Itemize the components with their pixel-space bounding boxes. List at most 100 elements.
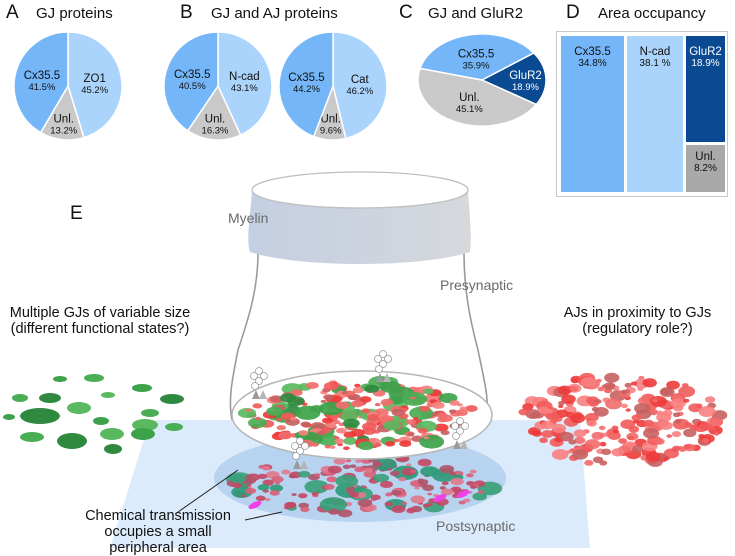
pie-slice-value: 43.1%	[231, 83, 258, 94]
adherens-junction-plaque	[672, 412, 681, 418]
adherens-junction-plaque	[654, 438, 665, 445]
adherens-junction-plaque	[440, 488, 454, 496]
adherens-junction-plaque	[632, 419, 639, 424]
adherens-junction-plaque	[436, 412, 448, 419]
adherens-junction-plaque	[361, 408, 371, 414]
adherens-junction-plaque	[450, 477, 464, 486]
treemap-cell-value: 38.1 %	[639, 58, 671, 69]
pie-slice-value: 41.5%	[28, 82, 55, 93]
synaptic-vesicle-cluster	[451, 417, 469, 449]
adherens-junction-plaque	[594, 399, 602, 404]
postsynaptic-label: Postsynaptic	[436, 518, 516, 534]
adherens-junction-plaque	[342, 464, 351, 469]
adherens-junction-plaque	[637, 396, 650, 405]
adherens-junction-plaque	[465, 405, 478, 412]
adherens-junction-plaque	[355, 459, 362, 463]
adherens-junction-plaque	[649, 406, 656, 411]
gap-junction-plaque	[364, 384, 380, 393]
gap-junction-plaque	[298, 470, 311, 478]
adherens-junction-plaque	[584, 459, 594, 466]
adherens-junction-plaque	[597, 386, 605, 392]
adherens-junction-plaque	[603, 382, 616, 390]
adherens-junction-plaque	[572, 449, 589, 460]
adherens-junction-plaque	[386, 467, 392, 471]
adherens-junction-plaque	[598, 425, 606, 431]
myelin-band	[248, 190, 471, 264]
adherens-junction-plaque	[406, 508, 416, 514]
adherens-junction-plaque	[257, 473, 268, 479]
myelin-label: Myelin	[228, 210, 269, 226]
adherens-junction-plaque	[601, 448, 612, 456]
adherens-junction-plaque	[586, 420, 597, 427]
adherens-junction-plaque	[321, 417, 334, 424]
gap-junction-plaque	[419, 434, 445, 449]
adherens-junction-plaque	[281, 469, 291, 475]
adherens-junction-plaque	[477, 490, 485, 494]
adherens-junction-plaque	[659, 453, 667, 459]
adherens-junction-plaque	[336, 427, 347, 434]
gap-junction-plaque	[230, 474, 246, 483]
adherens-junction-plaque	[539, 437, 548, 444]
adherens-junction-plaque	[426, 503, 433, 507]
pie-slice-label: ZO1	[84, 73, 106, 85]
adherens-junction-plaque	[620, 389, 628, 395]
adherens-junction-plaque	[417, 458, 432, 467]
adherens-junction-plaque	[269, 395, 283, 403]
left-caption-line-1: Multiple GJs of variable size	[9, 305, 191, 321]
adherens-junction-plaque	[264, 498, 271, 502]
adherens-junction-plaque	[385, 441, 396, 447]
adherens-junction-plaque	[345, 459, 352, 463]
adherens-junction-plaque	[335, 401, 350, 410]
adherens-junction-plaque	[326, 422, 337, 429]
adherens-junction-plaque	[593, 407, 609, 417]
gap-junction-plaque	[53, 376, 67, 382]
panel-d-letter: D	[566, 2, 580, 23]
adherens-junction-plaque	[328, 508, 340, 515]
adherens-junction-plaque	[698, 406, 716, 418]
adherens-junction-plaque	[591, 431, 604, 440]
right-caption: AJs in proximity to GJs (regulatory role…	[545, 305, 730, 337]
adherens-junction-plaque	[651, 398, 659, 403]
adherens-junction-plaque	[283, 506, 290, 510]
adherens-junction-plaque	[391, 408, 406, 417]
adherens-junction-plaque	[399, 440, 412, 447]
adherens-junction-plaque	[374, 403, 381, 407]
adherens-junction-plaque	[557, 385, 572, 395]
pie-slice-value: 45.1%	[456, 104, 483, 115]
adherens-junction-plaque	[584, 439, 601, 450]
panel-d-title: Area occupancy	[598, 5, 706, 22]
adherens-junction-plaque	[683, 444, 691, 450]
gap-junction-plaque	[335, 474, 359, 488]
adherens-junction-plaque	[558, 404, 564, 409]
pie-slice-label: Cx35.5	[174, 69, 210, 81]
adherens-junction-plaque	[357, 499, 373, 508]
adherens-junction-plaque	[695, 403, 703, 409]
pie-slice-value: 13.2%	[50, 125, 77, 136]
adherens-junction-plaque	[276, 425, 287, 431]
treemap-cell-label: Unl.	[695, 151, 716, 163]
adherens-junction-plaque	[529, 412, 538, 419]
adherens-junction-plaque	[624, 382, 632, 388]
gap-junction-plaque	[132, 384, 152, 392]
adherens-junction-plaque	[540, 420, 554, 430]
pie-slice-value: 16.3%	[202, 126, 229, 137]
adherens-junction-plaque	[541, 430, 554, 438]
adherens-junction-plaque	[419, 405, 431, 412]
adherens-junction-plaque	[326, 476, 338, 483]
adherens-junction-plaque	[324, 444, 332, 449]
adherens-junction-plaque	[349, 464, 357, 468]
adherens-junction-plaque	[274, 481, 281, 485]
bottom-caption-line-3: peripheral area	[109, 540, 207, 556]
adherens-junction-plaque	[372, 461, 383, 467]
adherens-junction-plaque	[570, 413, 586, 424]
gap-junction-plaque	[20, 408, 60, 424]
adherens-junction-plaque	[245, 408, 252, 412]
gap-junction-plaque	[257, 484, 270, 491]
chemical-synapse-mark	[248, 500, 262, 510]
gap-junction-plaque	[357, 441, 375, 451]
synaptic-vesicle-cluster	[374, 350, 392, 382]
adherens-junction-plaque	[361, 422, 377, 431]
adherens-junction-plaque	[278, 431, 293, 440]
